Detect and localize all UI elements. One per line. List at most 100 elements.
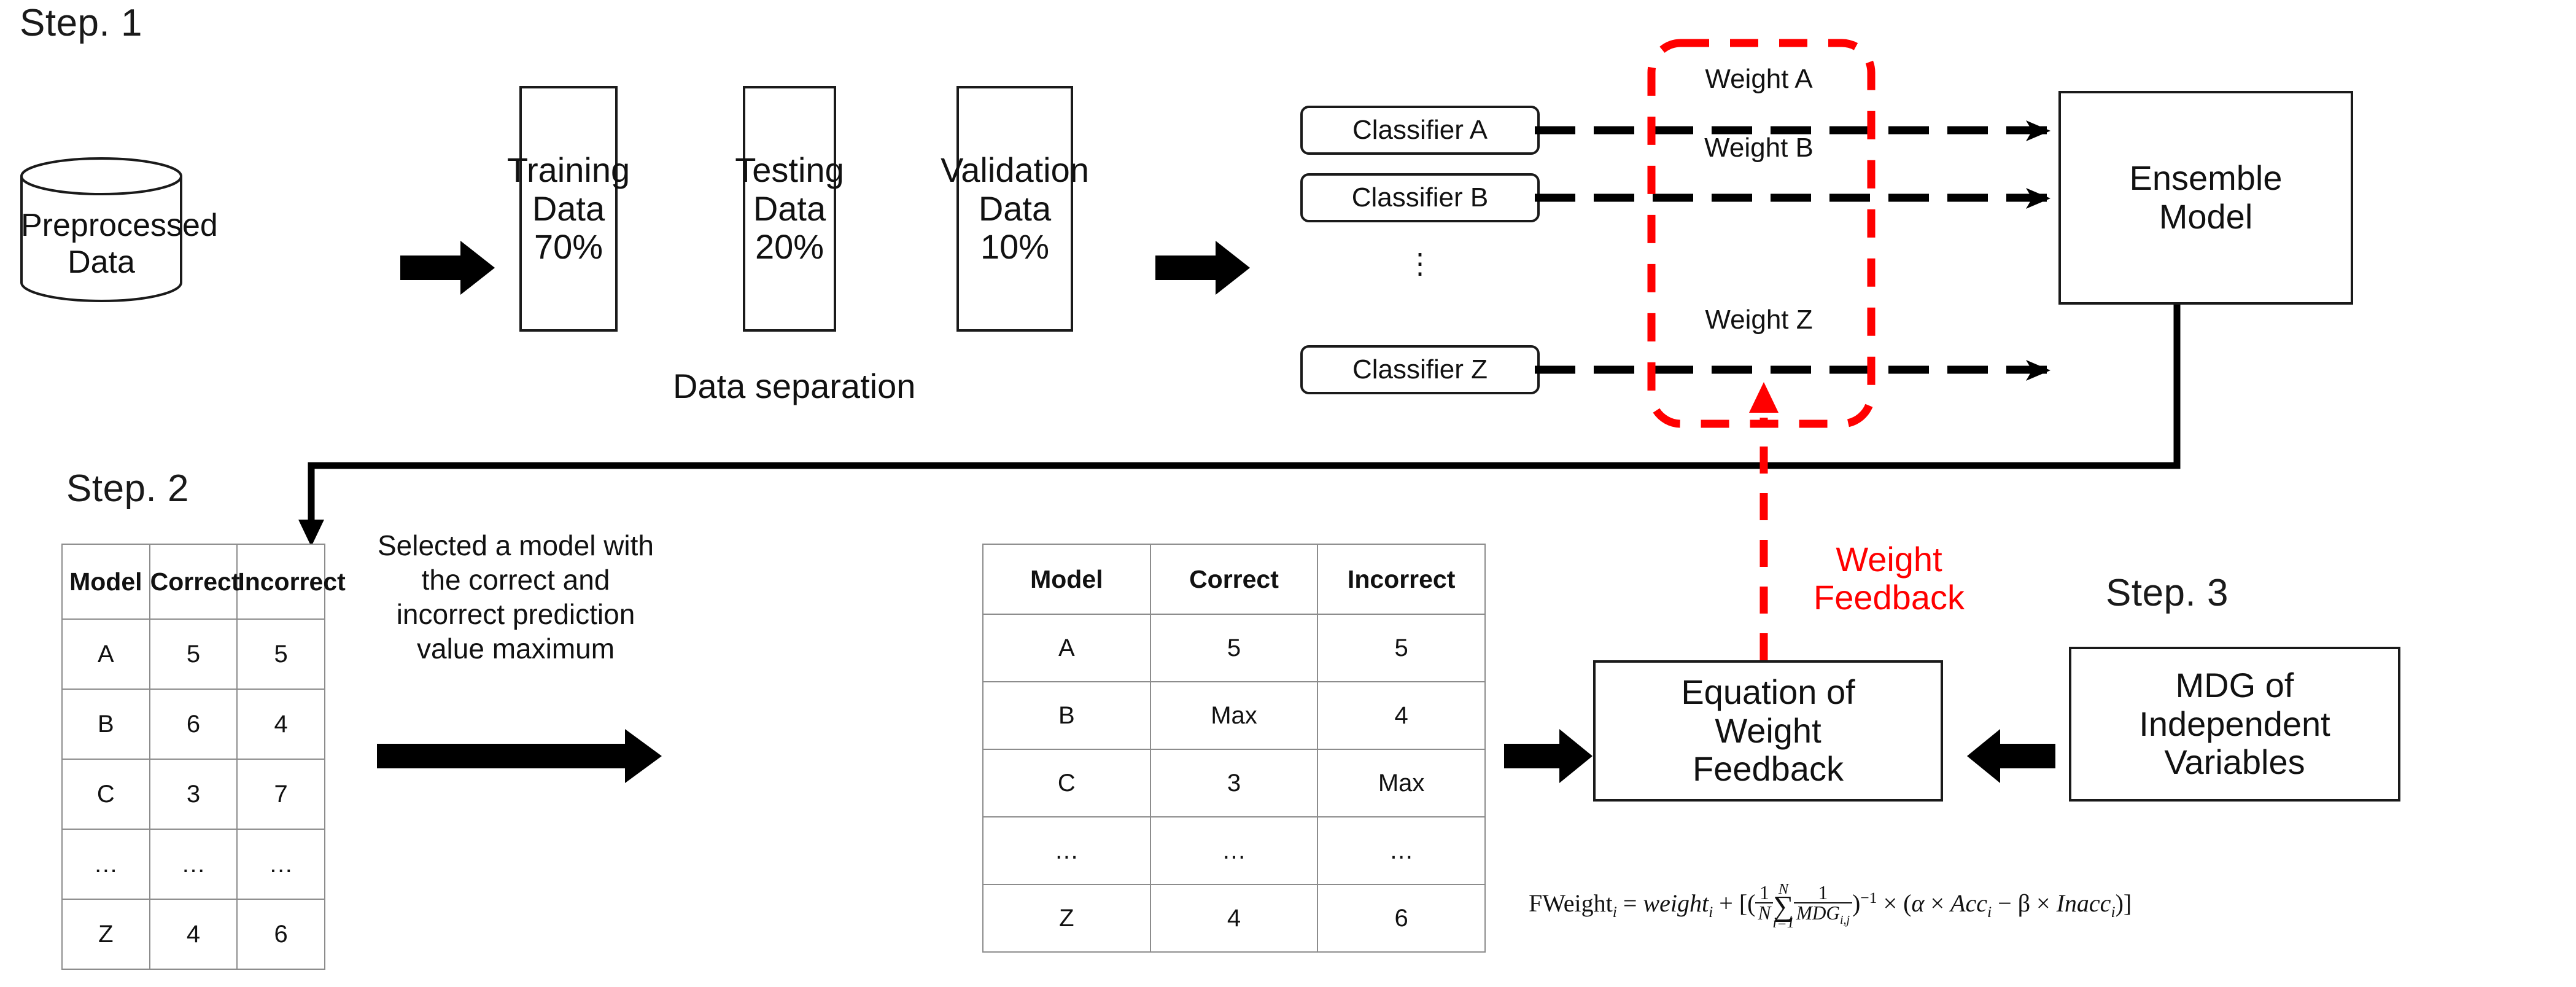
ensemble-model-line2: Model <box>2159 197 2253 236</box>
weight-z-label: Weight Z <box>1705 305 1813 335</box>
arrowhead-weight-z-icon <box>2026 360 2050 381</box>
table-cell-r1-c1: 6 <box>149 689 238 760</box>
table-cell-r0-c2: 5 <box>1317 614 1486 682</box>
mdg-box-line2: Independent <box>2139 704 2330 743</box>
formula-sum-symbol: ∑ <box>1773 890 1794 923</box>
testing-data-box: Testing Data 20% <box>735 86 844 332</box>
selection-note-line1: Selected a model with <box>377 529 654 561</box>
equation-box-line3: Feedback <box>1693 749 1844 789</box>
arrow-data-to-split-icon <box>400 241 495 295</box>
training-data-box: Training Data 70% <box>507 86 630 332</box>
table-cell-r4-c0: Z <box>61 899 150 970</box>
weight-b-label: Weight B <box>1704 133 1814 163</box>
formula-times-2: × <box>1930 889 1945 918</box>
formula-exponent: −1 <box>1860 888 1877 907</box>
formula-plus: + <box>1719 889 1733 918</box>
formula-alpha: α <box>1911 889 1925 918</box>
training-data-percent: 70% <box>533 227 603 267</box>
training-data-name2: Data <box>532 189 605 228</box>
selection-note-line4: value maximum <box>416 633 615 665</box>
formula-lhs-sub: i <box>1612 903 1617 921</box>
equation-box-line2: Weight <box>1715 711 1821 750</box>
formula-times-1: × <box>1883 889 1898 918</box>
formula-close-paren: ) <box>1852 889 1861 918</box>
arrow-split-to-classifiers-icon <box>1155 241 1250 295</box>
selection-note-line3: incorrect prediction <box>396 598 635 631</box>
table-cell-r2-c1: 3 <box>149 759 238 830</box>
table-row: ……… <box>61 829 325 900</box>
dashed-line-weight-a <box>1535 126 2060 135</box>
equation-box-line1: Equation of <box>1681 672 1855 711</box>
weight-feedback-label: Weight Feedback <box>1788 540 1990 616</box>
table-cell-r0-c1: 5 <box>1149 614 1319 682</box>
table-cell-r3-c1: … <box>1149 816 1319 885</box>
validation-data-name1: Validation <box>941 150 1089 189</box>
table-cell-r1-c0: B <box>61 689 150 760</box>
table-cell-r4-c1: 4 <box>1149 884 1319 953</box>
dashed-line-weight-z <box>1535 365 2060 374</box>
ensemble-model-box: Ensemble Model <box>2058 91 2353 305</box>
formula-sum-top: N <box>1778 880 1789 897</box>
classifier-a-box: Classifier A <box>1300 106 1540 155</box>
mdg-box-line3: Variables <box>2164 743 2305 782</box>
table-cell-r4-c1: 4 <box>149 899 238 970</box>
formula-acc: Acc <box>1950 889 1987 918</box>
classifier-b-box: Classifier B <box>1300 173 1540 222</box>
table-header-cell-0: Model <box>982 544 1151 615</box>
data-separation-caption: Data separation <box>673 367 916 405</box>
formula-minus: − <box>1998 889 2012 918</box>
table-cell-r3-c0: … <box>61 829 150 900</box>
table-cell-r2-c0: C <box>982 749 1151 817</box>
table-cell-r3-c2: … <box>236 829 325 900</box>
mdg-box-text: MDG of Independent Variables <box>2139 666 2330 782</box>
table-header-cell-1: Correct <box>1149 544 1319 615</box>
step-2-label: Step. 2 <box>66 467 189 510</box>
formula-eq: = <box>1623 889 1637 918</box>
table-cell-r1-c1: Max <box>1149 681 1319 750</box>
formula-frac2-den-sub: i,j <box>1839 913 1850 927</box>
formula-frac2-den: MDG <box>1796 902 1840 924</box>
ensemble-model-text: Ensemble Model <box>2129 159 2282 236</box>
formula-acc-sub: i <box>1987 903 1992 921</box>
testing-data-text: Testing Data 20% <box>735 150 844 267</box>
table-cell-r2-c2: Max <box>1317 749 1486 817</box>
testing-data-name2: Data <box>753 189 826 228</box>
table-header-cell-0: Model <box>61 544 150 620</box>
formula-frac2-num: 1 <box>1818 882 1828 903</box>
formula-inacc: Inacc <box>2056 889 2111 918</box>
table-header-cell-2: Incorrect <box>236 544 346 620</box>
table-cell-r4-c2: 6 <box>236 899 325 970</box>
equation-box-text: Equation of Weight Feedback <box>1681 673 1855 789</box>
formula-close: )] <box>2115 889 2132 918</box>
arrow-select-max-icon <box>377 729 662 783</box>
table-row: ……… <box>982 816 1486 885</box>
dashed-line-weight-b <box>1535 193 2060 202</box>
selection-note-line2: the correct and <box>421 564 610 596</box>
table-cell-r0-c0: A <box>982 614 1151 682</box>
classifier-z-label: Classifier Z <box>1352 354 1488 384</box>
table-cell-r3-c0: … <box>982 816 1151 885</box>
formula-open: [( <box>1739 889 1756 918</box>
classifier-b-label: Classifier B <box>1351 182 1489 213</box>
table-cell-r2-c1: 3 <box>1149 749 1319 817</box>
table-cell-r4-c0: Z <box>982 884 1151 953</box>
mdg-independent-variables-box: MDG of Independent Variables <box>2069 647 2400 802</box>
formula-inacc-sub: i <box>2111 903 2116 921</box>
ensemble-model-line1: Ensemble <box>2129 158 2283 198</box>
table-cell-r0-c2: 5 <box>236 618 325 690</box>
formula-weight: weight <box>1643 889 1709 918</box>
equation-of-weight-feedback-box: Equation of Weight Feedback <box>1593 660 1943 802</box>
validation-data-percent: 10% <box>980 227 1050 267</box>
